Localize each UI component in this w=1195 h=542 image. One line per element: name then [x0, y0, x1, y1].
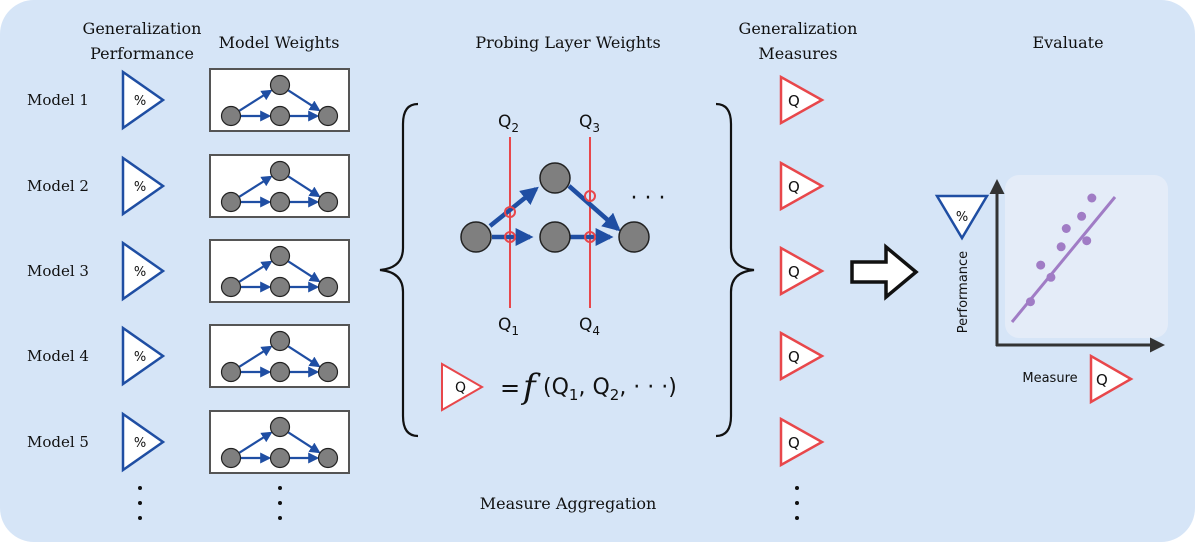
plot-performance-triangle	[934, 194, 990, 241]
model-label: Model 4	[27, 347, 89, 365]
plot-point	[1036, 260, 1046, 270]
probe-label-q4: Q4	[579, 315, 600, 338]
performance-symbol: %	[134, 94, 146, 109]
plot-measure-triangle	[1089, 353, 1134, 405]
model-label: Model 3	[27, 262, 89, 280]
model-weights-network	[209, 154, 350, 218]
aggregation-formula: Q = f (Q1, Q2, · · ·)	[441, 362, 677, 412]
measure-triangle	[779, 330, 825, 382]
measure-symbol: Q	[788, 263, 800, 281]
plot-xlabel: Measure	[1022, 371, 1077, 386]
left-brace	[379, 102, 419, 438]
probe-label-q1: Q1	[498, 315, 519, 338]
probe-point-4	[584, 231, 596, 243]
model-row: Model 2% Q	[27, 154, 825, 218]
plot-points	[1025, 193, 1097, 307]
measure-symbol: Q	[788, 92, 800, 110]
model-row: Model 4% Q	[27, 324, 825, 388]
node-hidden-mid	[539, 221, 571, 253]
plot-performance-symbol: %	[956, 210, 968, 225]
formula-function: f	[520, 367, 541, 407]
probe-label-q2: Q2	[498, 112, 519, 135]
measure-triangle	[779, 74, 825, 126]
performance-triangle	[121, 240, 166, 302]
model-row: Model 5% Q	[27, 410, 825, 474]
network-ellipsis: · · ·	[631, 186, 666, 211]
plot-point	[1077, 211, 1087, 221]
formula-measure-symbol: Q	[455, 380, 466, 396]
evaluation-plot: Performance Measure % Q	[934, 175, 1168, 405]
measure-symbol: Q	[788, 434, 800, 452]
plot-point	[1046, 272, 1056, 282]
model-label: Model 1	[27, 91, 89, 109]
performance-triangle	[121, 155, 166, 217]
measure-triangle	[779, 245, 825, 297]
node-input	[460, 221, 492, 253]
measure-symbol: Q	[788, 348, 800, 366]
right-brace	[715, 102, 755, 438]
rows-ellipsis	[138, 486, 799, 520]
model-weights-network	[209, 410, 350, 474]
evaluate-arrow-icon	[850, 243, 919, 301]
probe-label-q3: Q3	[579, 112, 600, 135]
model-label: Model 2	[27, 177, 89, 195]
model-row: Model 1% Q	[27, 68, 825, 132]
model-weights-network	[209, 324, 350, 388]
measure-triangle	[779, 416, 825, 468]
header-generalization-performance-line2: Performance	[90, 44, 194, 63]
node-output	[618, 221, 650, 253]
performance-symbol: %	[134, 350, 146, 365]
header-generalization-measures-line2: Measures	[758, 44, 837, 63]
edge-4	[567, 184, 621, 232]
formula-equals: =	[500, 374, 520, 402]
probe-point-1	[504, 206, 516, 218]
plot-point	[1061, 224, 1071, 233]
formula-measure-triangle	[441, 362, 485, 412]
measure-triangle	[779, 160, 825, 212]
header-generalization-measures-line1: Generalization	[739, 19, 858, 38]
plot-point	[1056, 242, 1066, 252]
plot-point	[1025, 297, 1035, 307]
performance-triangle	[121, 69, 166, 131]
header-probing-layer-weights: Probing Layer Weights	[475, 33, 660, 52]
performance-symbol: %	[134, 436, 146, 451]
header-evaluate: Evaluate	[1032, 33, 1103, 52]
probing-network: Q2 Q3 Q1 Q4 · · ·	[460, 112, 666, 338]
plot-point	[1087, 193, 1097, 203]
probe-point-3	[584, 190, 596, 202]
plot-ylabel: Performance	[956, 251, 971, 333]
model-weights-network	[209, 239, 350, 303]
performance-triangle	[121, 325, 166, 387]
performance-symbol: %	[134, 265, 146, 280]
probe-point-2	[504, 231, 516, 243]
header-generalization-performance-line1: Generalization	[83, 19, 202, 38]
formula-arguments: (Q1, Q2, · · ·)	[543, 375, 677, 404]
header-model-weights: Model Weights	[219, 33, 340, 52]
plot-point	[1082, 236, 1092, 246]
measure-symbol: Q	[788, 178, 800, 196]
plot-background	[1005, 175, 1168, 338]
model-label: Model 5	[27, 433, 89, 451]
model-row: Model 3% Q	[27, 239, 825, 303]
measure-aggregation-label: Measure Aggregation	[480, 494, 657, 513]
performance-triangle	[121, 411, 166, 473]
model-weights-network	[209, 68, 350, 132]
plot-measure-symbol: Q	[1096, 371, 1108, 389]
node-hidden-top	[539, 162, 571, 194]
performance-symbol: %	[134, 180, 146, 195]
